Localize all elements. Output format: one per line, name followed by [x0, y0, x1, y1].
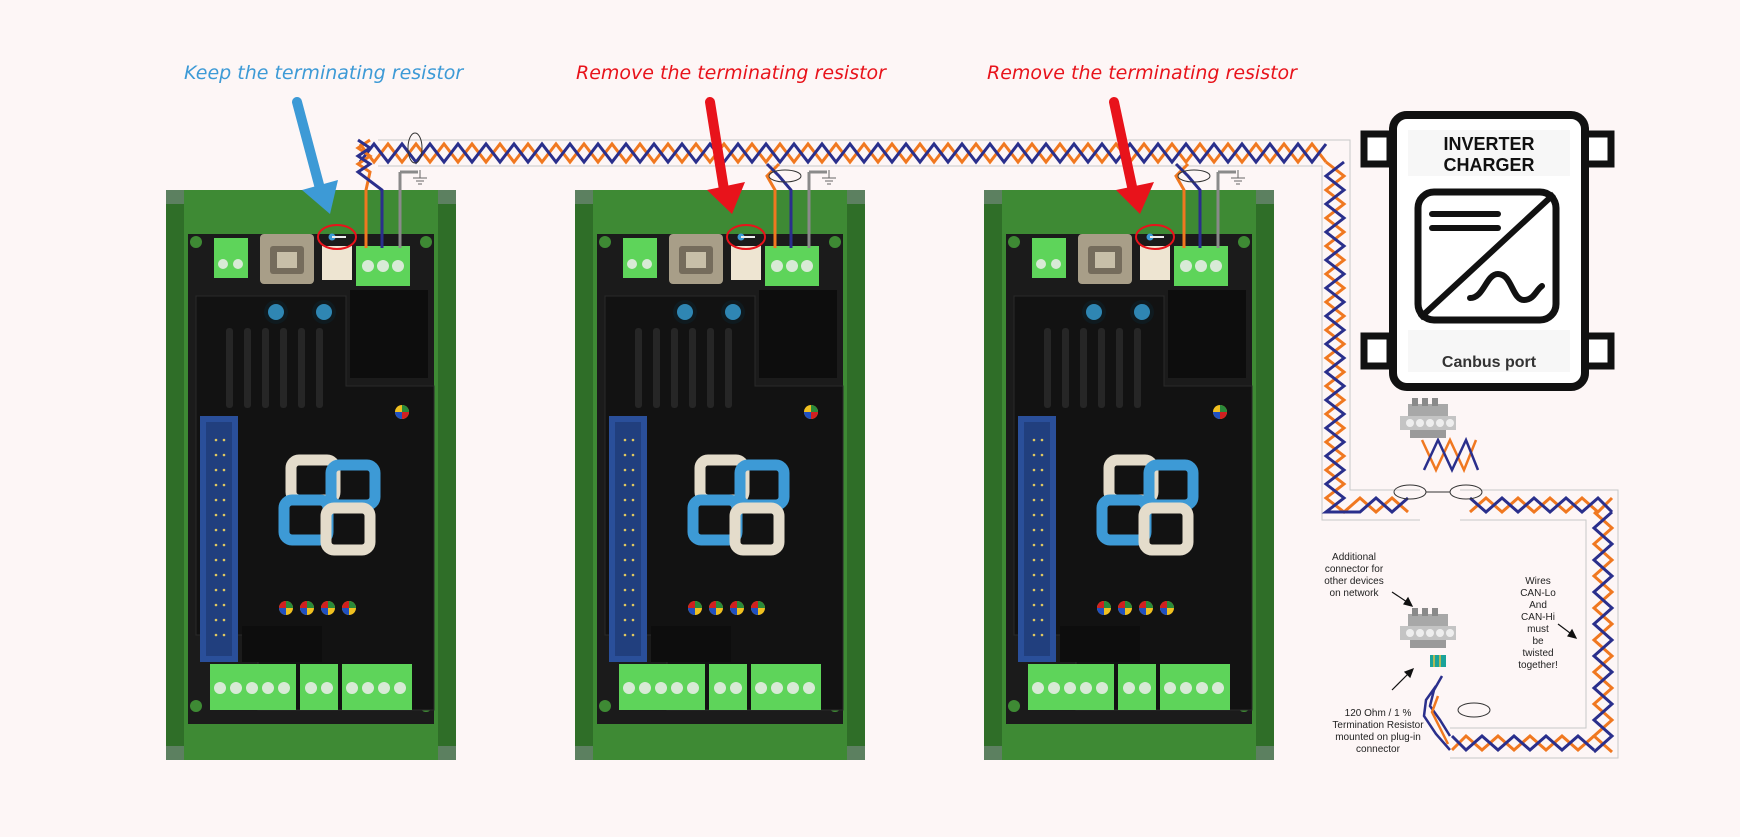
controller-board-1: [166, 190, 456, 760]
resistor-icon: [1430, 655, 1446, 667]
db9-connector-icon: [1400, 398, 1456, 438]
note-additional-connector: Additional connector for other devices o…: [1324, 552, 1384, 599]
caption-remove-resistor-3: Remove the terminating resistor: [987, 62, 1297, 84]
note-wires-twisted: Wires CAN-Lo And CAN-Hi must be twisted …: [1518, 576, 1558, 671]
cable-tie-rings: [407, 132, 1211, 183]
arrow-icon: [292, 97, 338, 214]
canbus-port-label: Canbus port: [1441, 354, 1537, 371]
note-termination-resistor: 120 Ohm / 1 % Termination Resistor mount…: [1332, 708, 1424, 755]
resistor-jumper-pins: [328, 233, 1164, 241]
arrow-icon: [705, 97, 745, 214]
inverter-title: INVERTER CHARGER: [1408, 134, 1570, 176]
caption-remove-resistor-2: Remove the terminating resistor: [576, 62, 886, 84]
inverter-charger: [1360, 111, 1615, 391]
arrow-icon: [1109, 97, 1154, 214]
resistor-highlight-circles: [317, 224, 1175, 250]
inverter-symbol-icon: [1414, 188, 1560, 324]
controller-board-3: [984, 190, 1274, 760]
controller-board-2: [575, 190, 865, 760]
inverter-title-line1: INVERTER: [1443, 134, 1535, 154]
ground-icon: [412, 169, 1246, 185]
note-pointer-arrows: [1391, 591, 1578, 691]
db9-connector-icon: [1400, 608, 1456, 648]
board-drop-wires: [355, 138, 1236, 248]
inverter-title-line2: CHARGER: [1443, 155, 1535, 175]
can-bus-cable: [358, 139, 1619, 759]
caption-keep-resistor: Keep the terminating resistor: [184, 62, 464, 84]
